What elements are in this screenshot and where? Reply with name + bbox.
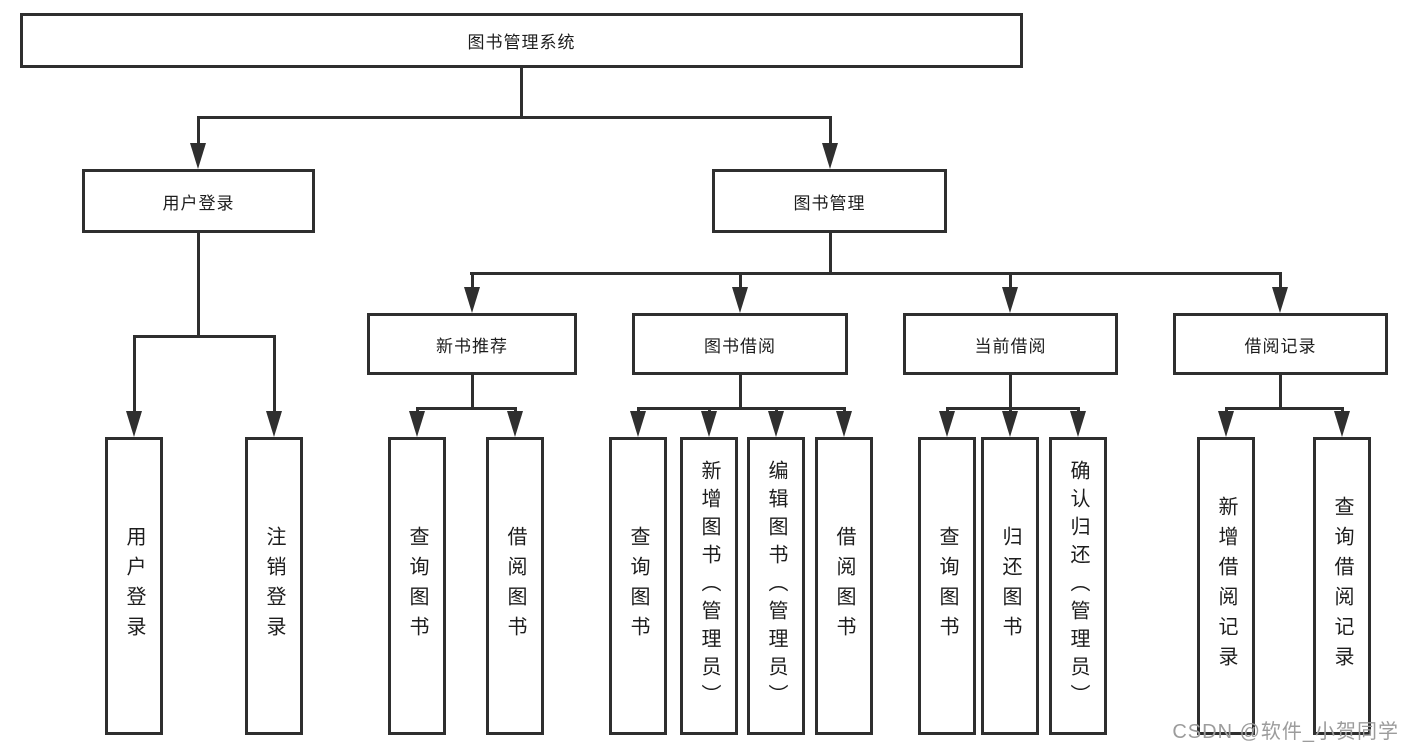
connector-line [514,407,517,412]
connector-line [829,233,832,274]
connector-line [637,407,640,412]
connector-line [1279,272,1282,288]
arrow-down-icon [1002,287,1018,313]
arrow-down-icon [701,411,717,437]
connector-line [1225,407,1344,410]
connector-line [739,272,742,288]
arrow-down-icon [1218,411,1234,437]
arrow-down-icon [1002,411,1018,437]
csdn-watermark: CSDN @软件_小贺同学 [1172,721,1399,743]
connector-line [1077,407,1080,412]
node-leaf-add-books-admin: 新增图书（管理员） [680,437,738,735]
connector-line [197,116,832,119]
connector-line [829,116,832,144]
connector-line [1225,407,1228,412]
connector-line [946,407,1080,410]
connector-line [708,407,711,412]
connector-line [471,272,474,288]
node-book-management: 图书管理 [712,169,947,233]
connector-line [1279,375,1282,409]
connector-line [133,335,136,412]
connector-line [739,375,742,409]
node-leaf-query-books-recommend: 查询图书 [388,437,446,735]
connector-line [273,335,276,412]
node-leaf-confirm-return-admin: 确认归还（管理员） [1049,437,1107,735]
arrow-down-icon [464,287,480,313]
arrow-down-icon [1272,287,1288,313]
arrow-down-icon [939,411,955,437]
connector-line [520,68,523,119]
arrow-down-icon [507,411,523,437]
node-new-book-recommend: 新书推荐 [367,313,577,375]
node-leaf-user-login: 用户登录 [105,437,163,735]
connector-line [946,407,949,412]
arrow-down-icon [126,411,142,437]
arrow-down-icon [836,411,852,437]
node-borrow-records: 借阅记录 [1173,313,1388,375]
node-leaf-logout: 注销登录 [245,437,303,735]
node-leaf-query-books-current: 查询图书 [918,437,976,735]
arrow-down-icon [190,143,206,169]
arrow-down-icon [1334,411,1350,437]
connector-line [197,233,200,337]
connector-line [775,407,778,412]
connector-line [416,407,517,410]
node-leaf-query-borrow-record: 查询借阅记录 [1313,437,1371,735]
connector-line [843,407,846,412]
node-current-borrow: 当前借阅 [903,313,1118,375]
connector-line [1009,375,1012,409]
node-library-system: 图书管理系统 [20,13,1023,68]
arrow-down-icon [266,411,282,437]
node-leaf-add-borrow-record: 新增借阅记录 [1197,437,1255,735]
arrow-down-icon [732,287,748,313]
connector-line [471,375,474,409]
connector-line [1009,272,1012,288]
connector-line [133,335,276,338]
node-user-login: 用户登录 [82,169,315,233]
arrow-down-icon [822,143,838,169]
node-book-borrow: 图书借阅 [632,313,848,375]
node-leaf-query-books-borrow: 查询图书 [609,437,667,735]
arrow-down-icon [1070,411,1086,437]
node-leaf-borrow-books: 借阅图书 [815,437,873,735]
connector-line [197,116,200,144]
connector-line [1009,407,1012,412]
node-leaf-return-books: 归还图书 [981,437,1039,735]
connector-line [416,407,419,412]
connector-line [470,272,1282,275]
node-leaf-edit-books-admin: 编辑图书（管理员） [747,437,805,735]
arrow-down-icon [630,411,646,437]
node-leaf-borrow-books-recommend: 借阅图书 [486,437,544,735]
arrow-down-icon [768,411,784,437]
arrow-down-icon [409,411,425,437]
connector-line [637,407,846,410]
connector-line [1341,407,1344,412]
